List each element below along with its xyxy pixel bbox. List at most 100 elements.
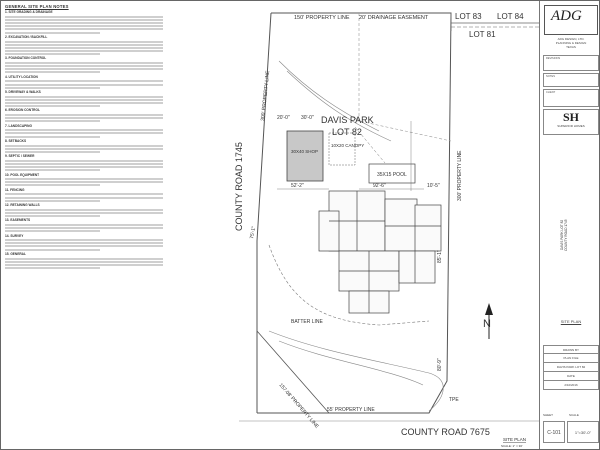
logo-text: ADG [551, 8, 582, 24]
lot-name: DAVIS PARK [321, 115, 374, 125]
road-south-label: COUNTY ROAD 7675 [401, 427, 490, 437]
dim-85-label: 85'-1" [437, 250, 443, 263]
note-text-line [5, 25, 164, 28]
note-text-line [5, 245, 164, 248]
note-text-line [5, 117, 164, 120]
note-text-line [5, 239, 164, 242]
note-text-line [5, 65, 164, 68]
note-text-line [5, 104, 100, 107]
company-info: ADG DESIGN, LTD. PLANNING & DESIGN TEXAS [542, 37, 599, 49]
note-text-line [5, 132, 164, 135]
note-text-line [5, 68, 164, 71]
note-text-line [5, 193, 164, 196]
grid-plan-file: PLAN FILE [543, 354, 599, 363]
note-section: 7. LANDSCAPING [5, 124, 177, 138]
dim-75-label: 75'-1" [249, 226, 257, 240]
note-heading: 13. EASEMENTS [5, 218, 31, 223]
dim-52-label: 52'-2" [291, 183, 304, 189]
west-property-line-label: 300' PROPERTY LINE [260, 70, 271, 122]
note-section: 11. FENCING [5, 187, 177, 202]
grid-project: DAVIS PARK LOT 82 [543, 363, 599, 372]
note-text-line [5, 169, 100, 172]
note-heading: 4. UTILITY LOCATION [5, 74, 38, 79]
note-section: 10. POOL EQUIPMENT [5, 172, 177, 187]
note-section: 13. EASEMENTS [5, 218, 177, 233]
note-heading: 1. SITE GRADING & DRAINAGE [5, 10, 53, 15]
note-text-line [5, 98, 164, 101]
front-drive-curve [268, 330, 444, 412]
lot-number: LOT 82 [332, 127, 362, 137]
sheet-number: C-101 [543, 421, 565, 443]
front-drive-inner [278, 340, 424, 386]
client-box: CLIENT [543, 89, 599, 107]
driveway-curve-top [278, 60, 380, 132]
company-logo: ADG [544, 5, 598, 35]
project-name: DAVIS PARK LOT 82 COUNTY ROAD 1745 [560, 205, 582, 265]
note-text-line [5, 227, 164, 230]
sw-property-line-label: 157.08' PROPERTY LINE [277, 382, 320, 430]
notes-body: 1. SITE GRADING & DRAINAGE 2. EXCAVATION … [5, 11, 177, 269]
grid-date-value: 2/10/2016 [543, 381, 599, 390]
note-section: 6. EROSION CONTROL [5, 108, 177, 123]
note-text-line [5, 159, 164, 162]
driveway-curve-inner [286, 70, 392, 142]
revisions-label: REVISIONS [546, 57, 561, 60]
note-text-line [5, 28, 164, 31]
scale-label: SCALE [569, 413, 579, 417]
west-property-line-path [256, 12, 272, 413]
note-text-line [5, 248, 100, 251]
dim-92-label: 92'-6" [373, 183, 386, 189]
north-label: N [483, 318, 491, 330]
note-text-line [5, 83, 164, 86]
lot-84-label: LOT 84 [497, 12, 524, 21]
property-line [257, 12, 452, 414]
note-text-line [5, 196, 164, 199]
note-text-line [5, 260, 164, 263]
shop-building [286, 130, 324, 182]
note-text-line [5, 46, 164, 49]
note-section: 14. SURVEY [5, 233, 177, 251]
note-text-line [5, 49, 164, 52]
note-section: 1. SITE GRADING & DRAINAGE [5, 10, 177, 34]
note-heading: 14. SURVEY [5, 233, 24, 238]
notes-box: NOTES [543, 73, 599, 87]
note-text-line [5, 22, 164, 25]
pool [368, 163, 416, 184]
note-heading: 10. POOL EQUIPMENT [5, 172, 40, 177]
notes-box-label: NOTES [546, 75, 555, 78]
note-text-line [5, 162, 164, 165]
note-text-line [5, 53, 100, 55]
note-heading: 3. FOUNDATION CONTROL [5, 56, 47, 61]
lot-83-label: LOT 83 [455, 12, 482, 21]
note-text-line [5, 95, 164, 98]
note-section: 2. EXCAVATION / BACKFILL [5, 35, 177, 55]
note-heading: 9. SEPTIC / SEWER [5, 154, 35, 159]
pool-label: 35X15 POOL [377, 172, 407, 178]
note-section: 8. SETBACKS [5, 139, 177, 153]
note-section: 9. SEPTIC / SEWER [5, 154, 177, 172]
scale-value: 1"=30'-0" [567, 421, 599, 443]
note-text-line [5, 101, 164, 104]
dim-10-label: 10'-5" [427, 183, 440, 189]
note-text-line [5, 135, 100, 138]
revisions-box: REVISIONS [543, 55, 599, 71]
lot-81-label: LOT 81 [469, 30, 496, 39]
setback-line [354, 126, 386, 164]
note-heading: 6. EROSION CONTROL [5, 108, 40, 113]
note-section: 5. DRIVEWAY & WALKS [5, 90, 177, 107]
sheet-name: SITE PLAN [560, 319, 582, 324]
builder-logo: SH SUPERIOR HOMES [543, 109, 599, 135]
note-text-line [5, 208, 164, 211]
note-heading: 11. FENCING [5, 187, 25, 192]
note-text-line [5, 150, 100, 153]
note-text-line [5, 214, 100, 217]
sheet-label: SHEET [543, 413, 554, 417]
note-section: 15. GENERAL [5, 252, 177, 269]
note-text-line [5, 242, 164, 245]
dim-80-label: 80'-9" [437, 358, 443, 371]
note-heading: 12. RETAINING WALLS [5, 203, 40, 208]
road-west-label: COUNTY ROAD 1745 [234, 142, 244, 231]
company-line-1: ADG DESIGN, LTD. [557, 37, 585, 41]
note-text-line [5, 178, 164, 181]
note-text-line [5, 147, 164, 150]
